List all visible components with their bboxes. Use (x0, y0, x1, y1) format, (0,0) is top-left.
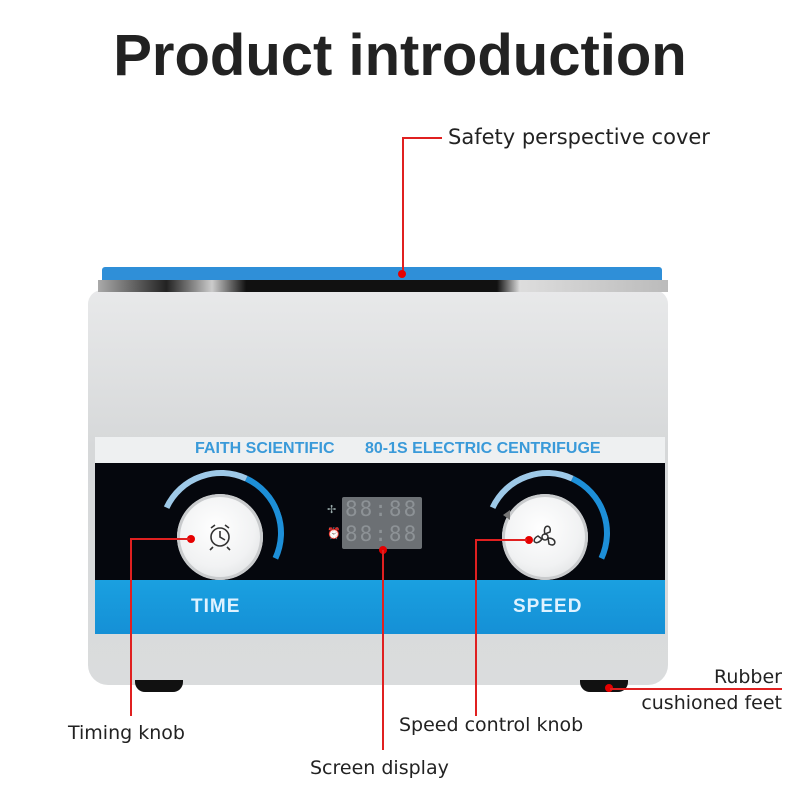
callout-line (475, 539, 527, 541)
alarm-clock-icon: ⏰ (327, 528, 341, 540)
callout-dot (605, 684, 613, 692)
page-title: Product introduction (113, 23, 687, 88)
callout-line (130, 538, 132, 716)
label-strip: FAITH SCIENTIFIC 80-1S ELECTRIC CENTRIFU… (95, 437, 665, 463)
callout-speed-knob: Speed control knob (399, 714, 584, 736)
callout-dot (398, 270, 406, 278)
brand-label: FAITH SCIENTIFIC (195, 440, 335, 457)
callout-line (402, 137, 442, 139)
display-row-speed: 88:88 (345, 497, 419, 521)
safety-cover (102, 267, 662, 280)
callout-line (382, 550, 384, 750)
callout-dot (187, 535, 195, 543)
callout-feet-line2: cushioned feet (641, 692, 782, 714)
callout-cover: Safety perspective cover (448, 125, 710, 149)
callout-feet-line1: Rubber (713, 666, 782, 688)
blue-label-band: TIME SPEED (95, 580, 665, 634)
callout-line (402, 137, 404, 274)
rubber-foot-right (580, 680, 628, 692)
model-label: 80-1S ELECTRIC CENTRIFUGE (365, 440, 601, 457)
screen-display: ✢ ⏰ 88:88 88:88 (327, 497, 422, 549)
knob-indicator-arrow (503, 510, 510, 520)
fan-icon (533, 525, 556, 546)
callout-line (130, 538, 190, 540)
callout-line (610, 688, 782, 690)
speed-label: SPEED (513, 596, 583, 617)
alarm-clock-icon (209, 524, 231, 551)
display-row-time: 88:88 (345, 522, 419, 546)
fan-icon: ✢ (327, 504, 337, 516)
rubber-foot-left (135, 680, 183, 692)
lid-gap (98, 280, 668, 292)
callout-line (475, 539, 477, 716)
callout-timing-knob: Timing knob (68, 722, 185, 744)
callout-dot (525, 536, 533, 544)
speed-knob[interactable] (502, 494, 588, 580)
time-label: TIME (191, 596, 241, 617)
callout-screen: Screen display (310, 757, 449, 779)
